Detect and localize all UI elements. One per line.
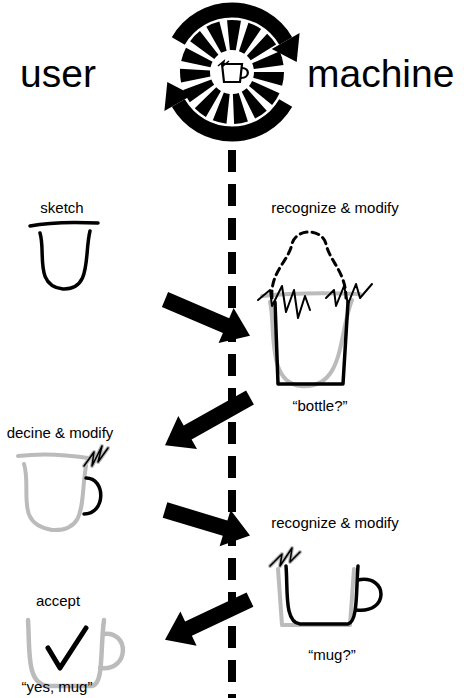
mug-body bbox=[286, 566, 358, 624]
logo-center bbox=[211, 51, 253, 93]
flow-arrow bbox=[165, 592, 253, 645]
sketch-step: accept “yes, mug” bbox=[5, 590, 165, 698]
erase-zigzag bbox=[270, 548, 300, 566]
sketch-mug bbox=[270, 548, 381, 625]
original-stroke bbox=[270, 300, 352, 386]
cup-icon bbox=[222, 64, 242, 82]
erase-zigzag bbox=[84, 446, 108, 466]
mug-handle bbox=[356, 579, 381, 610]
flow-arrow bbox=[162, 292, 250, 343]
sketch-step: recognize & modify “bottle?” bbox=[250, 195, 425, 415]
cycle-logo bbox=[164, 10, 299, 134]
step-label: accept bbox=[36, 592, 80, 609]
sketch-stroke bbox=[40, 231, 90, 289]
cycle-arrow bbox=[178, 103, 285, 134]
erase-zigzag bbox=[270, 548, 300, 566]
sketch-stroke bbox=[30, 222, 98, 226]
erase-zigzag bbox=[326, 284, 372, 306]
cup-icon-handle bbox=[241, 68, 248, 78]
cycle-arrow-head bbox=[272, 33, 300, 62]
mug-handle bbox=[100, 634, 123, 669]
cycle-arrow bbox=[178, 10, 285, 41]
role-label: user bbox=[20, 52, 96, 96]
original-stroke bbox=[18, 454, 88, 458]
machine-guess: “mug?” bbox=[308, 646, 356, 663]
role-label: machine bbox=[307, 52, 454, 96]
flow-arrow bbox=[163, 502, 250, 546]
original-stroke bbox=[24, 464, 86, 530]
sketch-bottle bbox=[258, 232, 372, 386]
erase-zigzag bbox=[84, 446, 108, 466]
step-label: sketch bbox=[40, 199, 83, 216]
step-label: recognize & modify bbox=[271, 199, 399, 216]
added-handle bbox=[84, 478, 101, 514]
cycle-arrow-head bbox=[164, 82, 192, 111]
sketch-step: recognize & modify “mug?” bbox=[250, 510, 425, 670]
zigzag-mark bbox=[218, 61, 229, 66]
divider-line bbox=[228, 150, 236, 698]
bottle-body bbox=[275, 302, 348, 384]
step-label: recognize & modify bbox=[271, 514, 399, 531]
check-mark bbox=[48, 628, 86, 668]
sunburst-rays bbox=[195, 35, 269, 109]
sketch-accepted-mug bbox=[28, 620, 123, 686]
mug-body bbox=[28, 620, 104, 686]
sketch-cup bbox=[30, 222, 98, 289]
sketch-step: decine & modify bbox=[5, 420, 165, 540]
sketch-step: sketch bbox=[10, 195, 165, 305]
flow-arrow bbox=[165, 390, 254, 449]
sketch-pitcher bbox=[18, 446, 108, 530]
erase-zigzag bbox=[258, 286, 310, 318]
machine-guess: “yes, mug” bbox=[22, 678, 93, 695]
machine-guess: “bottle?” bbox=[292, 397, 347, 414]
step-label: decine & modify bbox=[7, 424, 114, 441]
